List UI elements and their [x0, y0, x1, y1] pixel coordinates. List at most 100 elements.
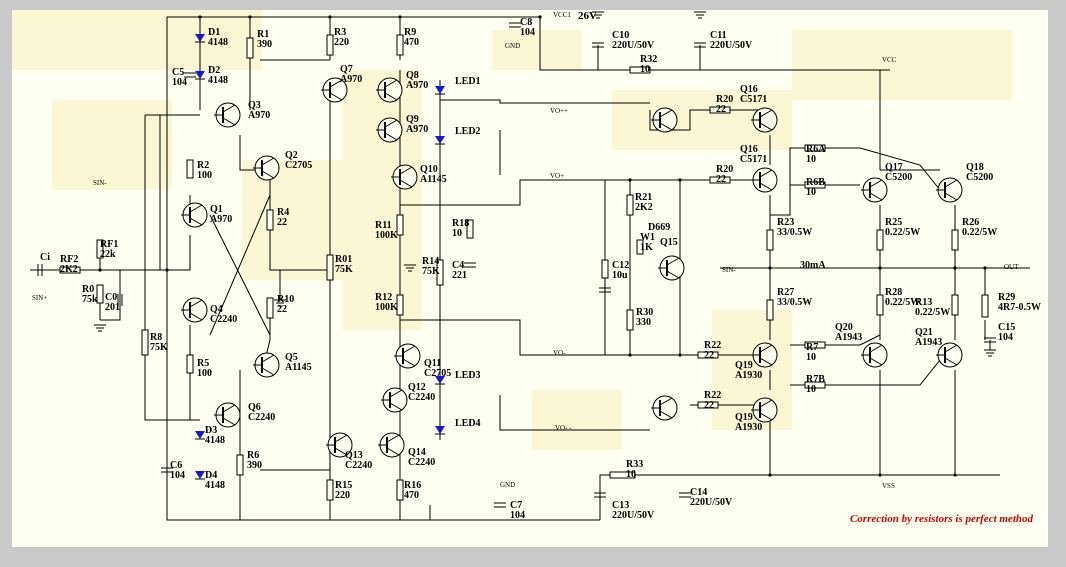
value-w1: 1K	[640, 242, 653, 253]
value-c15: 104	[998, 332, 1013, 343]
label-d3: D3	[205, 425, 217, 436]
value-r7b: 10	[806, 384, 816, 395]
label-q5: Q5	[285, 352, 298, 363]
resistor-d669	[636, 239, 644, 255]
wire	[166, 17, 600, 521]
label-r18: R18	[452, 218, 469, 229]
label-c12: C12	[612, 260, 629, 271]
junction	[198, 15, 202, 19]
ground-symbol	[694, 11, 706, 19]
value-r7: 10	[806, 352, 816, 363]
value-q4: C2240	[210, 314, 237, 325]
value-c12: 10u	[612, 270, 628, 281]
net-vo-m: VO-	[553, 349, 566, 357]
net-vcc: VCC	[882, 56, 897, 64]
label-c14: C14	[690, 487, 707, 498]
value-q16: C5171	[740, 94, 767, 105]
value-r23: 33/0.5W	[777, 227, 812, 238]
value-r6: 390	[247, 460, 262, 471]
value-q2: C2705	[285, 160, 312, 171]
net-gnd-bottom: GND	[500, 481, 515, 489]
resistor-r25	[876, 229, 884, 251]
label-r15: R15	[335, 480, 352, 491]
resistor-rf1	[96, 239, 104, 259]
transistor-q19	[751, 397, 778, 423]
value-r11: 100K	[375, 230, 398, 241]
label-q16: Q16	[740, 144, 758, 155]
label-c5: C5	[172, 67, 184, 78]
junction	[398, 15, 402, 19]
value-r20: 22	[716, 174, 726, 185]
label-r32: R32	[640, 54, 657, 65]
label-w1: W1	[640, 232, 655, 243]
value-c4: 221	[452, 270, 467, 281]
label-r22: R22	[704, 340, 721, 351]
resistor-r22	[697, 351, 719, 359]
value-r16: 470	[404, 490, 419, 501]
resistor-r15	[326, 479, 334, 501]
ground-symbol	[404, 264, 416, 272]
value-r21: 2K2	[635, 202, 653, 213]
value-r8: 75K	[150, 342, 168, 353]
transistor-q15	[651, 395, 678, 421]
label-q15: Q15	[660, 237, 678, 248]
resistor-r9	[396, 34, 404, 56]
label-d669: D669	[648, 222, 670, 233]
resistor-r4	[266, 209, 274, 231]
label-led3: LED3	[455, 370, 481, 381]
transistor-q16	[751, 107, 778, 133]
junction	[953, 266, 957, 270]
transistor-q13	[326, 432, 353, 458]
label-rf2: RF2	[60, 254, 78, 265]
resistor-r27	[766, 299, 774, 321]
capacitor-c0	[117, 294, 123, 306]
label-q20: Q20	[835, 322, 853, 333]
label-c10: C10	[612, 30, 629, 41]
ground-symbol	[274, 299, 286, 307]
resistor-r11	[396, 214, 404, 236]
transistor-q12	[381, 387, 408, 413]
value-q1: A970	[210, 214, 232, 225]
net-vo-pp: VO++	[550, 107, 568, 115]
value-q13: C2240	[345, 460, 372, 471]
junction	[328, 15, 332, 19]
value-r1: 390	[257, 39, 272, 50]
value-q20: A1943	[835, 332, 862, 343]
transistor-q19	[751, 342, 778, 368]
label-rf1: RF1	[100, 239, 118, 250]
label-d4: D4	[205, 470, 217, 481]
junction	[98, 268, 102, 272]
label-r3: R3	[334, 27, 346, 38]
label-r7: R7	[806, 342, 818, 353]
label-q1: Q1	[210, 204, 223, 215]
resistor-r20	[709, 176, 731, 184]
label-c8: C8	[520, 17, 532, 28]
wire	[400, 179, 660, 206]
capacitor-c11	[694, 42, 706, 48]
junction	[953, 473, 957, 477]
net-vcc1: VCC1	[553, 11, 571, 19]
label-c4: C4	[452, 260, 464, 271]
value-d4: 4148	[205, 480, 225, 491]
label-q9: Q9	[406, 114, 419, 125]
value-c6: 104	[170, 470, 185, 481]
value-r29: 4R7-0.5W	[998, 302, 1041, 313]
wire	[770, 147, 941, 216]
resistor-r01	[326, 254, 334, 281]
capacitor-c7	[494, 502, 506, 508]
resistor-r2	[186, 159, 194, 179]
value-c11: 220U/50V	[710, 40, 753, 51]
value-q8: A970	[406, 80, 428, 91]
transistor-q16	[751, 167, 778, 193]
value-rf1: 22k	[100, 249, 116, 260]
label-q12: Q12	[408, 382, 426, 393]
junction	[768, 266, 772, 270]
supply-voltage: 26V	[578, 10, 597, 22]
value-r3: 220	[334, 37, 349, 48]
label-r8: R8	[150, 332, 162, 343]
resistor-r1	[246, 37, 254, 59]
label-r9: R9	[404, 27, 416, 38]
wire	[499, 395, 650, 431]
junction	[878, 266, 882, 270]
value-q10: A1145	[420, 174, 447, 185]
